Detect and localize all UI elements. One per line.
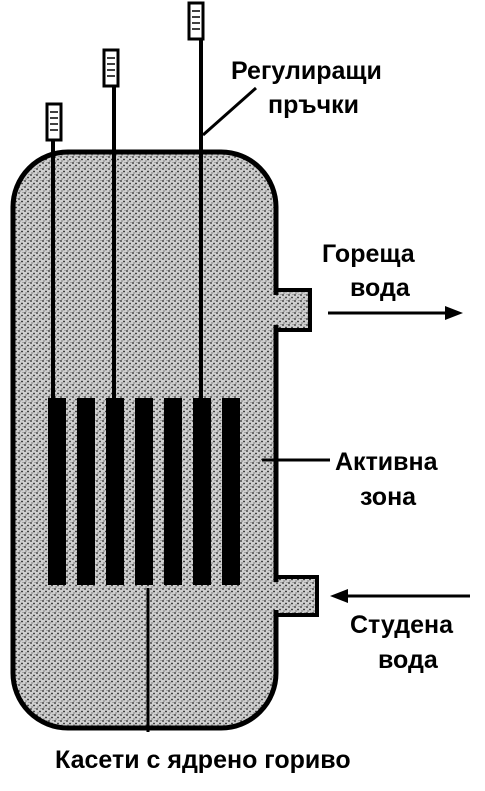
control-rod xyxy=(187,1,205,398)
control-rods xyxy=(45,1,205,398)
hot-water-arrow xyxy=(328,306,463,320)
control-rod xyxy=(102,48,120,398)
cold-water-label-line2: вода xyxy=(378,646,439,674)
fuel-cassette xyxy=(164,398,182,585)
control-rods-leader xyxy=(202,86,257,137)
fuel-cassettes-label: Касети с ядрено гориво xyxy=(55,746,351,774)
hot-water-label-line2: вода xyxy=(350,274,411,302)
fuel-cassette xyxy=(222,398,240,585)
fuel-cassette xyxy=(77,398,95,585)
cold-water-arrow xyxy=(330,589,470,603)
control-rod xyxy=(45,102,63,398)
cold-water-label-line1: Студена xyxy=(350,611,454,639)
fuel-cassette xyxy=(48,398,66,585)
leader-lines xyxy=(146,86,470,732)
control-rods-label-line2: пръчки xyxy=(268,91,359,119)
labels: Регулиращи пръчки Гореща вода Активна зо… xyxy=(55,57,454,774)
fuel-cassette xyxy=(135,398,153,585)
control-rods-label-line1: Регулиращи xyxy=(231,57,382,85)
fuel-cassettes xyxy=(48,398,240,585)
core-label-line2: зона xyxy=(360,483,417,511)
hot-water-label-line1: Гореща xyxy=(322,240,416,268)
fuel-cassette xyxy=(193,398,211,585)
core-label-line1: Активна xyxy=(335,448,439,476)
fuel-cassette xyxy=(106,398,124,585)
